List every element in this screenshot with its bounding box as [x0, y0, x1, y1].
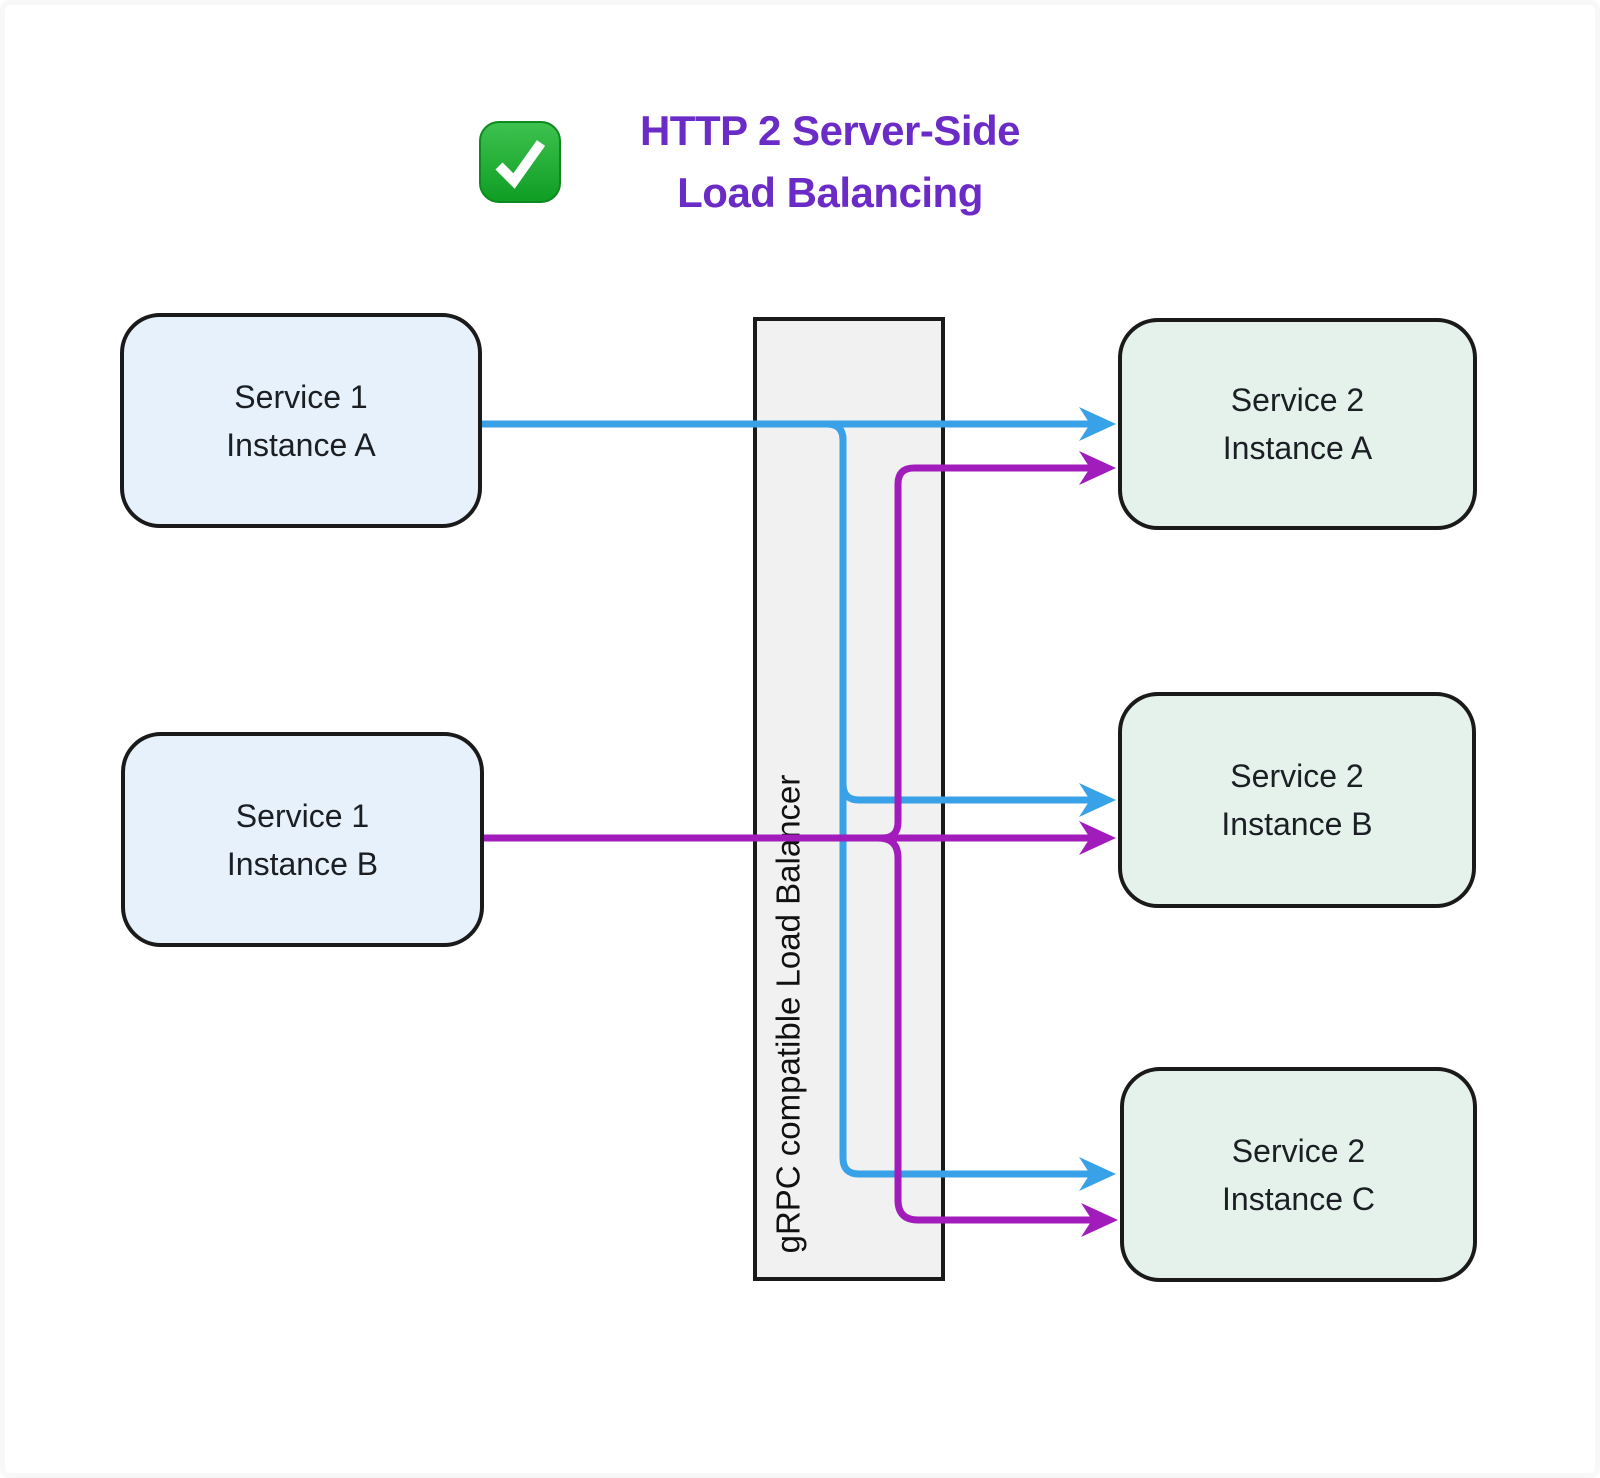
node-service2-instance-a: Service 2 Instance A [1118, 318, 1477, 530]
edge-line [484, 834, 1092, 1224]
check-mark-button-icon [479, 121, 561, 203]
diagram-title-line1: HTTP 2 Server-Side [639, 107, 1021, 154]
edge-s1a-to-s2c [482, 420, 1116, 1191]
arrowhead-icon [1079, 821, 1116, 855]
edge-line [482, 420, 1090, 1178]
diagram-title-line2: Load Balancing [677, 169, 983, 216]
arrowhead-icon [1079, 783, 1116, 817]
node-service1-instance-b: Service 1 Instance B [121, 732, 484, 947]
node-service2-instance-b: Service 2 Instance B [1118, 692, 1476, 908]
edge-s1a-to-s2b [482, 420, 1116, 817]
edge-s1b-to-s2c [484, 834, 1118, 1237]
arrowhead-icon [1079, 1157, 1116, 1191]
node-label-line2: Instance B [226, 845, 379, 882]
node-label-line1: Service 1 [235, 797, 370, 834]
node-label-line2: Instance A [226, 426, 376, 463]
edge-s1b-to-s2a [484, 451, 1116, 842]
node-service1-instance-a: Service 1 Instance A [120, 313, 482, 528]
edge-line [484, 464, 1090, 842]
node-service2-instance-c: Service 2 Instance C [1120, 1067, 1477, 1282]
node-label-line1: Service 2 [1231, 1132, 1366, 1169]
arrowhead-icon [1079, 407, 1116, 441]
node-label-line2: Instance A [1222, 430, 1373, 466]
diagram-title: HTTP 2 Server-Side Load Balancing [610, 100, 1050, 224]
node-label-line1: Service 1 [234, 378, 368, 415]
node-label-line1: Service 2 [1230, 758, 1364, 794]
arrowhead-icon [1081, 1203, 1118, 1237]
node-label-line2: Instance B [1221, 806, 1373, 842]
edge-line [482, 420, 1090, 804]
node-label-line1: Service 2 [1230, 382, 1365, 418]
node-label-line2: Instance C [1222, 1180, 1375, 1217]
arrowhead-icon [1079, 451, 1116, 485]
